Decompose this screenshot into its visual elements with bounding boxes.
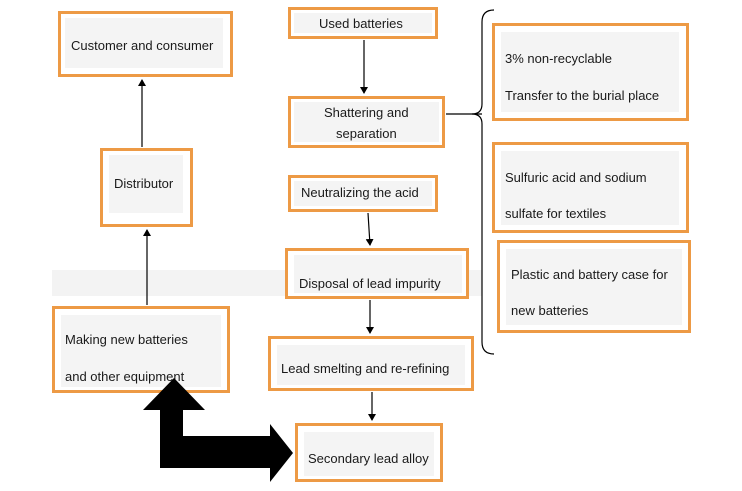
node-making-line1: Making new batteries (65, 332, 188, 347)
node-disposal: Disposal of lead impurity (285, 248, 469, 299)
node-shattering-line1: Shattering and (324, 105, 409, 120)
node-smelting: Lead smelting and re-refining (268, 336, 474, 391)
node-plastic: Plastic and battery case for new batteri… (497, 240, 691, 333)
node-secondary-label: Secondary lead alloy (308, 451, 429, 466)
node-used-batteries: Used batteries (288, 7, 438, 39)
node-used-batteries-label: Used batteries (319, 16, 403, 31)
node-smelting-label: Lead smelting and re-refining (281, 361, 450, 376)
node-disposal-label: Disposal of lead impurity (299, 276, 441, 291)
node-making-line2: and other equipment (65, 369, 185, 384)
node-plastic-line1: Plastic and battery case for (511, 267, 668, 282)
arrow-neutralizing-to-disposal (365, 212, 374, 246)
node-shattering: Shattering and separation (288, 96, 445, 148)
node-neutralizing-label: Neutralizing the acid (301, 185, 419, 200)
node-sulfuric-line2: sulfate for textiles (505, 206, 607, 221)
node-making: Making new batteries and other equipment (52, 306, 230, 393)
node-distributor-label: Distributor (114, 176, 174, 191)
node-nonrecyclable-line1: 3% non-recyclable (505, 51, 612, 66)
node-shattering-line2: separation (336, 126, 397, 141)
node-customer: Customer and consumer (58, 11, 233, 77)
node-secondary: Secondary lead alloy (295, 423, 443, 482)
node-nonrecyclable-line2: Transfer to the burial place (505, 88, 660, 103)
outputs-brace (471, 9, 495, 355)
bold-loop-arrow (143, 378, 293, 482)
node-distributor: Distributor (100, 148, 193, 227)
node-sulfuric-line1: Sulfuric acid and sodium (505, 170, 647, 185)
node-neutralizing: Neutralizing the acid (288, 175, 438, 212)
node-customer-label: Customer and consumer (71, 38, 214, 53)
node-sulfuric: Sulfuric acid and sodium sulfate for tex… (492, 142, 689, 233)
node-nonrecyclable: 3% non-recyclable Transfer to the burial… (492, 23, 689, 121)
node-plastic-line2: new batteries (511, 303, 589, 318)
